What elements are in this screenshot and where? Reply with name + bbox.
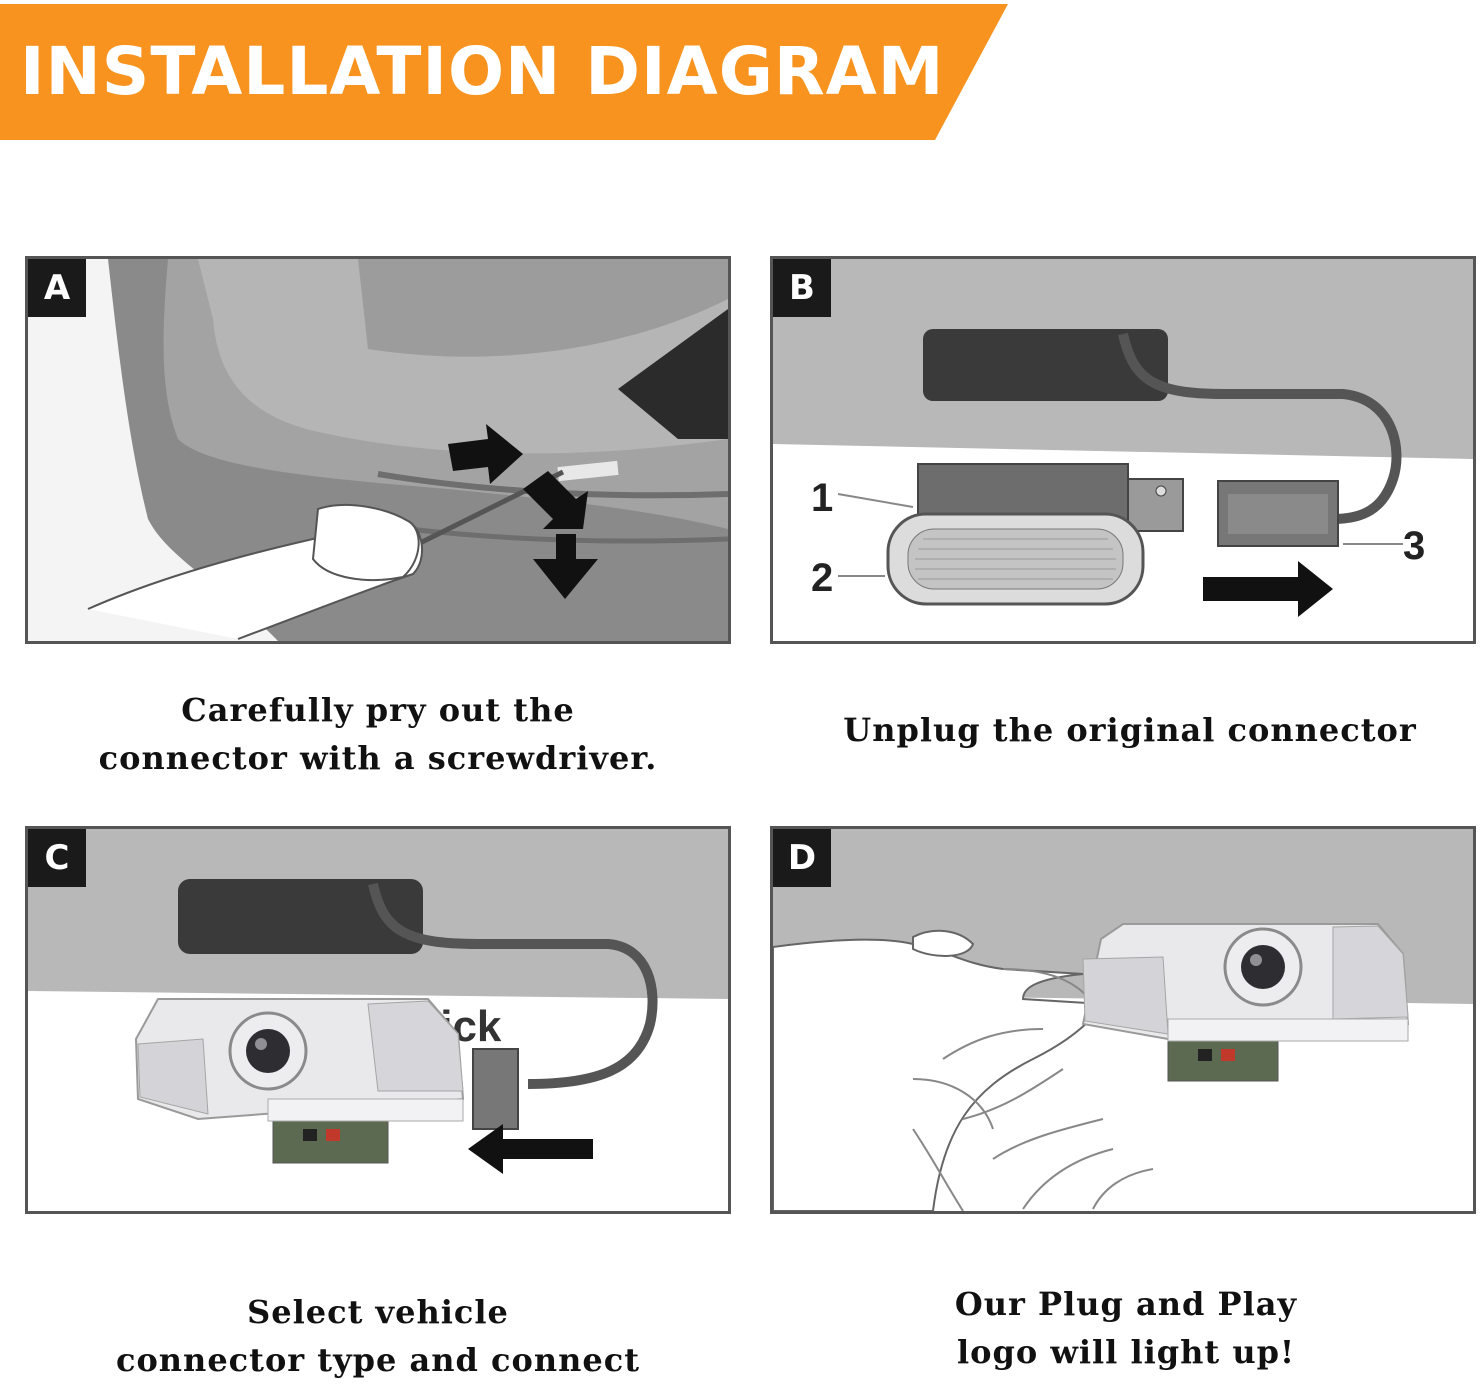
projector-light-d [1081,923,1410,1082]
label-2: 2 [811,556,833,600]
step-a-caption-line-1: Carefully pry out the [181,691,575,729]
step-c-letter: C [28,829,86,887]
step-b-letter: B [773,259,831,317]
step-d-panel: D [770,826,1476,1214]
step-d-caption-line-1: Our Plug and Play [954,1285,1298,1323]
label-3: 3 [1403,524,1425,568]
step-a-panel: A [25,256,731,644]
diagram-title: INSTALLATION DIAGRAM [20,33,945,110]
step-c-panel: lick C [25,826,731,1214]
step-b-caption: Unplug the original connector [770,706,1481,754]
step-b-panel: 1 2 3 B [770,256,1476,644]
label-1: 1 [811,476,833,520]
step-c-caption: Select vehicle connector type and connec… [25,1288,731,1384]
step-a-caption-line-2: connector with a screwdriver. [98,739,658,777]
step-a-caption: Carefully pry out the connector with a s… [25,686,731,782]
step-a-letter: A [28,259,86,317]
step-d-caption: Our Plug and Play logo will light up! [770,1280,1481,1376]
projector-light-c [134,998,465,1164]
step-d-caption-line-2: logo will light up! [956,1333,1296,1371]
step-c-caption-line-2: connector type and connect [115,1341,641,1379]
step-b-caption-line-1: Unplug the original connector [843,711,1417,749]
title-banner: INSTALLATION DIAGRAM [0,0,1010,140]
step-d-letter: D [773,829,831,887]
step-c-caption-line-1: Select vehicle [247,1293,509,1331]
